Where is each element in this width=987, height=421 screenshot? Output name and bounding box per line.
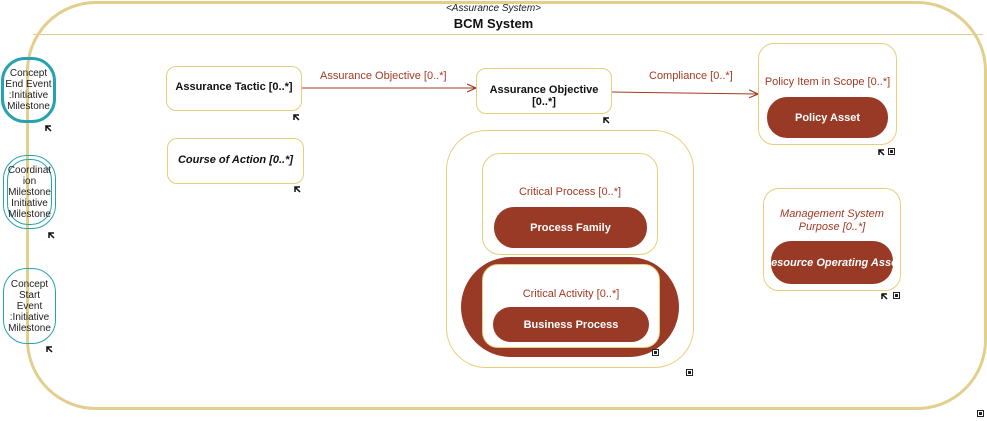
milestone-concept-end-event[interactable]: Concept End Event :Initiative Milestone <box>1 57 56 123</box>
milestone-label: Concept End Event :Initiative Milestone <box>5 68 52 112</box>
corner-arrow-icon <box>48 232 55 239</box>
management-system-purpose-label: Management System Purpose [0..*] <box>780 208 884 233</box>
process-family-pill[interactable]: Process Family <box>494 207 647 248</box>
policy-asset-pill[interactable]: Policy Asset <box>767 97 888 138</box>
expand-icon[interactable] <box>977 410 984 417</box>
resource-operating-asset-pill[interactable]: Resource Operating Asset <box>771 241 893 284</box>
assurance-tactic-label: Assurance Tactic [0..*] <box>175 81 293 93</box>
title-divider <box>33 34 983 35</box>
course-of-action-label: Course of Action [0..*] <box>177 154 294 166</box>
course-of-action-part[interactable]: Course of Action [0..*] <box>167 138 304 184</box>
critical-process-label: Critical Process [0..*] <box>518 186 622 198</box>
objective-to-policy-label: Compliance [0..*] <box>649 70 733 82</box>
policy-item-in-scope-label: Policy Item in Scope [0..*] <box>764 76 891 88</box>
milestone-concept-start-event[interactable]: Concept Start Event :Initiative Mileston… <box>3 268 56 344</box>
system-frame <box>26 1 987 410</box>
milestone-label: Concept Start Event :Initiative Mileston… <box>8 278 51 334</box>
objective-to-policy-arrow <box>611 92 758 94</box>
critical-activity-label: Critical Activity [0..*] <box>522 288 620 300</box>
corner-arrow-icon <box>45 125 52 132</box>
expand-icon[interactable] <box>652 349 659 356</box>
tactic-to-objective-label: Assurance Objective [0..*] <box>320 70 447 82</box>
corner-arrow-icon <box>46 346 53 353</box>
assurance-tactic-part[interactable]: Assurance Tactic [0..*] <box>166 66 302 111</box>
corner-arrow-icon <box>881 293 888 300</box>
milestone-label: Coordinat ion Milestone Initiative Miles… <box>7 164 52 220</box>
corner-arrow-icon <box>603 117 610 124</box>
business-process-pill[interactable]: Business Process <box>493 307 649 342</box>
system-title: BCM System <box>453 16 534 31</box>
assurance-objective-label: Assurance Objective [0..*] <box>489 84 599 108</box>
corner-arrow-icon <box>878 149 885 156</box>
assurance-objective-part[interactable]: Assurance Objective [0..*] <box>476 68 612 114</box>
expand-icon[interactable] <box>893 292 900 299</box>
system-stereotype: <Assurance System> <box>445 3 542 14</box>
expand-icon[interactable] <box>686 369 693 376</box>
expand-icon[interactable] <box>888 148 895 155</box>
corner-arrow-icon <box>294 186 301 193</box>
corner-arrow-icon <box>293 114 300 121</box>
